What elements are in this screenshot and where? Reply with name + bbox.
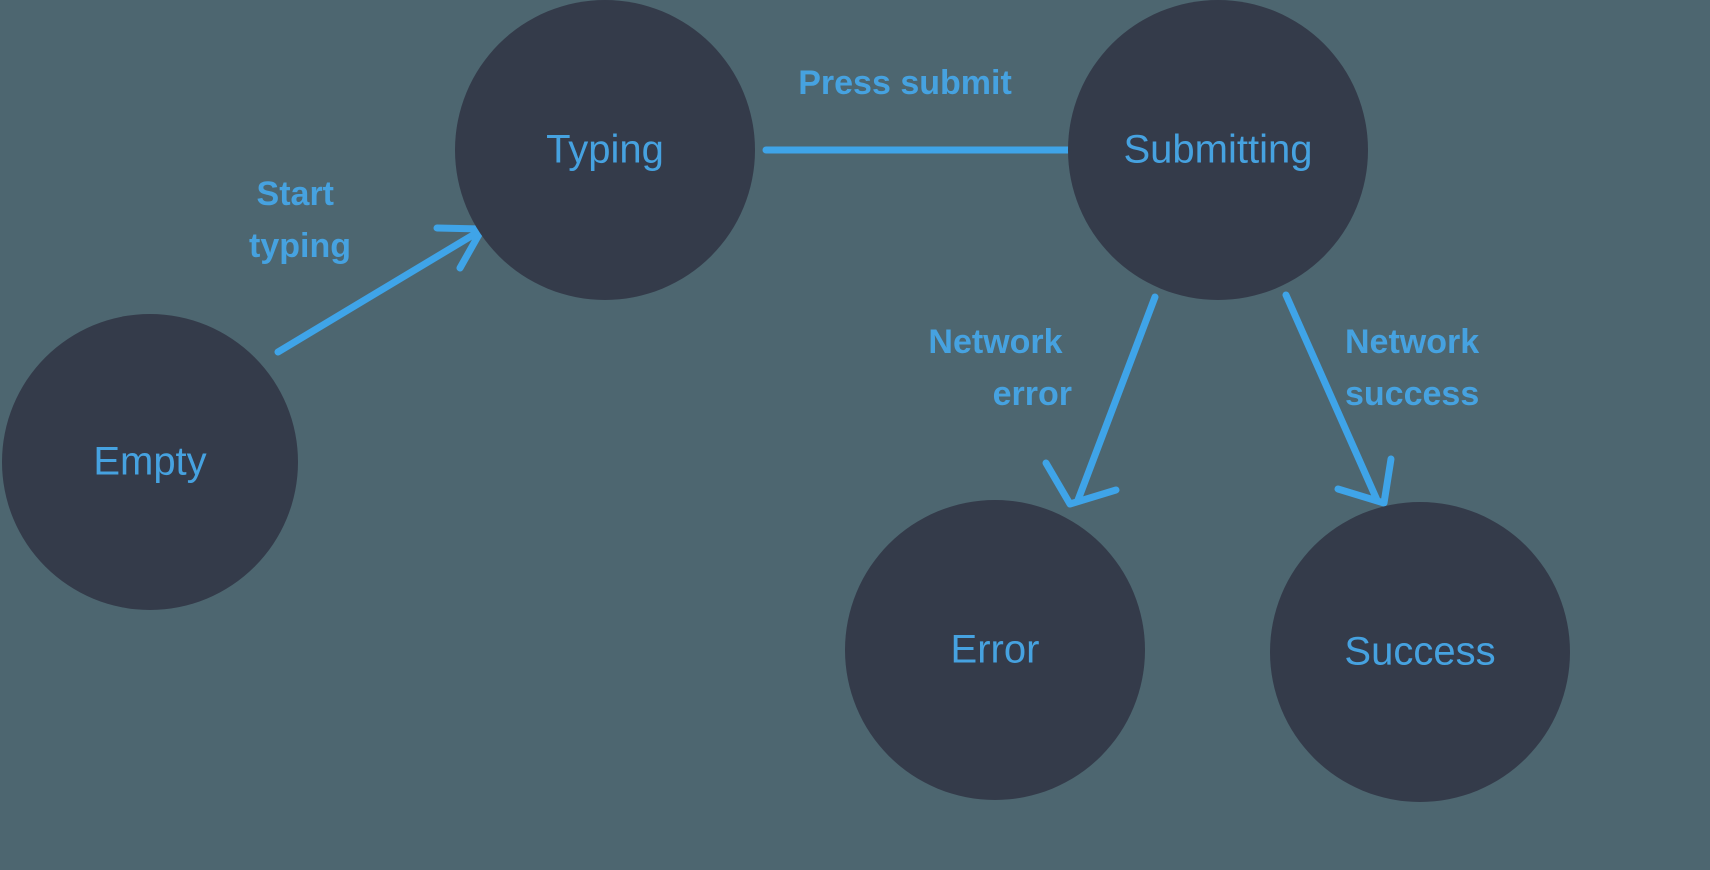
state-node-typing[interactable]: Typing: [455, 0, 755, 300]
state-circle-success: [1270, 502, 1570, 802]
state-node-error[interactable]: Error: [845, 500, 1145, 800]
transition-label-start-typing-line-2: typing: [249, 227, 351, 265]
state-circle-error: [845, 500, 1145, 800]
transition-label-network-success: Network success: [1345, 323, 1489, 413]
state-circle-typing: [455, 0, 755, 300]
transition-label-press-submit: Press submit: [798, 64, 1012, 102]
state-circle-empty: [2, 314, 298, 610]
state-label-error: Error: [951, 628, 1040, 672]
state-label-success: Success: [1344, 630, 1495, 674]
transition-label-network-error-line-2: error: [993, 375, 1072, 413]
transition-start-typing-line: [274, 228, 482, 356]
state-label-submitting: Submitting: [1124, 128, 1313, 172]
state-label-empty: Empty: [93, 440, 206, 484]
transition-network-error-line: [1074, 293, 1159, 504]
transition-label-press-submit-line-1: Press submit: [798, 64, 1012, 102]
transition-start-typing-arrowhead: [433, 224, 486, 272]
state-node-empty[interactable]: Empty: [2, 314, 298, 610]
state-node-success[interactable]: Success: [1270, 502, 1570, 802]
transition-network-error[interactable]: [1042, 293, 1159, 508]
state-label-typing: Typing: [546, 128, 664, 172]
transition-label-start-typing: Start typing: [249, 175, 351, 265]
transition-network-success[interactable]: [1282, 291, 1395, 507]
transition-network-error-arrowhead: [1042, 459, 1120, 508]
transition-label-network-error: Network error: [928, 323, 1072, 413]
transition-network-success-arrowhead: [1334, 455, 1395, 507]
state-circle-submitting: [1068, 0, 1368, 300]
state-node-submitting[interactable]: Submitting: [1068, 0, 1368, 300]
transition-network-success-line: [1282, 291, 1381, 504]
transition-label-network-error-line-1: Network: [928, 323, 1062, 361]
transition-label-network-success-line-2: success: [1345, 375, 1479, 413]
transition-label-start-typing-line-1: Start: [257, 175, 334, 213]
transition-label-network-success-line-1: Network: [1345, 323, 1479, 361]
